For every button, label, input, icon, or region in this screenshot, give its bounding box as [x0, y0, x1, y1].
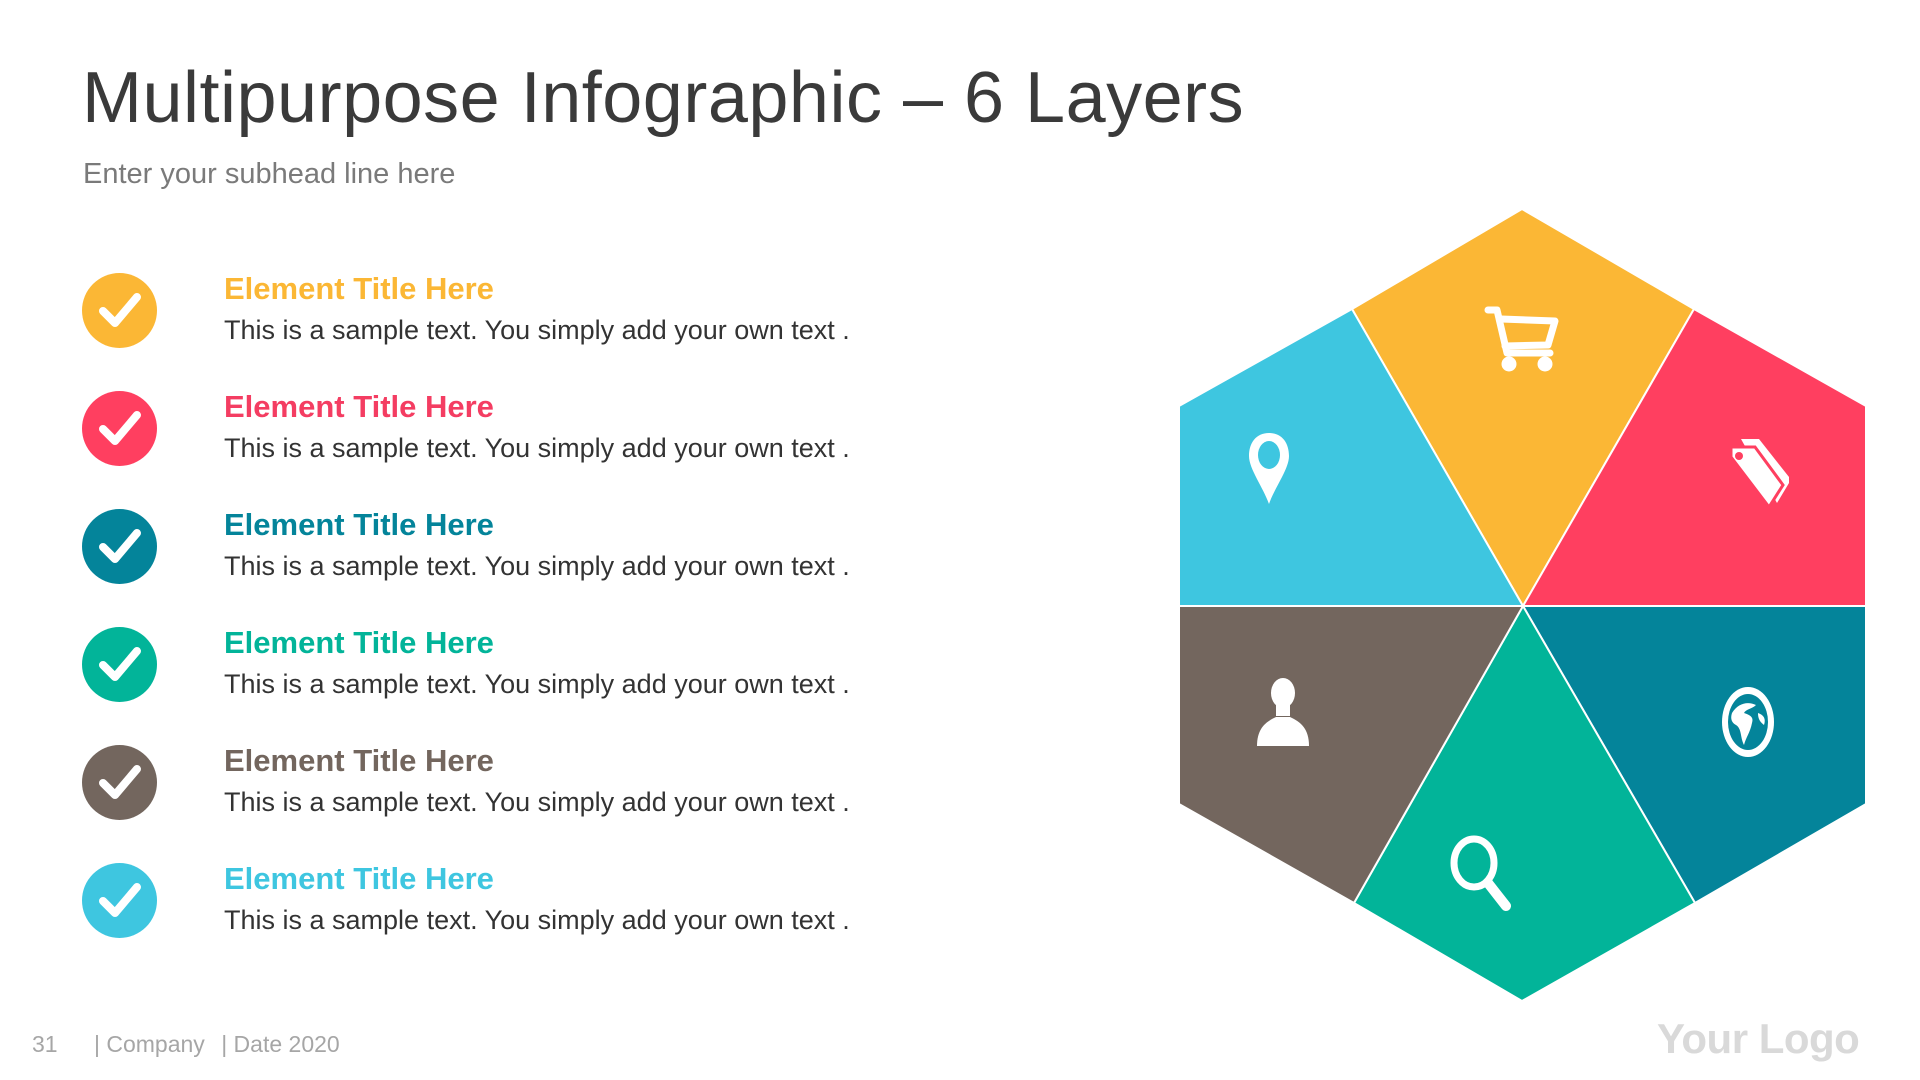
- item-text: This is a sample text. You simply add yo…: [224, 433, 850, 463]
- item-title: Element Title Here: [224, 389, 494, 424]
- search-icon: [1450, 835, 1511, 911]
- check-icon: [82, 273, 157, 348]
- list-item: Element Title Here This is a sample text…: [82, 743, 882, 835]
- check-icon: [82, 863, 157, 938]
- price-tag-icon: [1729, 439, 1789, 510]
- item-text: This is a sample text. You simply add yo…: [224, 315, 850, 345]
- item-text: This is a sample text. You simply add yo…: [224, 551, 850, 581]
- segment-upper-left: [1178, 307, 1525, 607]
- item-title: Element Title Here: [224, 271, 494, 306]
- footer-company: | Company: [93, 1031, 205, 1057]
- item-title: Element Title Here: [224, 861, 494, 896]
- footer: 31 | Company | Date 2020: [32, 1031, 362, 1058]
- user-icon: [1257, 678, 1309, 746]
- check-icon: [82, 509, 157, 584]
- shopping-cart-icon: [1484, 306, 1559, 372]
- item-title: Element Title Here: [224, 743, 494, 778]
- item-text: This is a sample text. You simply add yo…: [224, 905, 850, 935]
- footer-date: | Date 2020: [221, 1031, 340, 1057]
- logo: Your Logo: [1657, 1015, 1860, 1062]
- slide-subtitle: Enter your subhead line here: [83, 158, 456, 190]
- globe-icon: [1722, 687, 1774, 757]
- item-text: This is a sample text. You simply add yo…: [224, 669, 850, 699]
- item-title: Element Title Here: [224, 625, 494, 660]
- item-title: Element Title Here: [224, 507, 494, 542]
- slide-title: Multipurpose Infographic – 6 Layers: [82, 58, 1245, 138]
- page-number: 31: [32, 1031, 58, 1057]
- location-pin-icon: [1249, 433, 1289, 504]
- check-icon: [82, 391, 157, 466]
- list-item: Element Title Here This is a sample text…: [82, 271, 882, 363]
- item-text: This is a sample text. You simply add yo…: [224, 787, 850, 817]
- list-item: Element Title Here This is a sample text…: [82, 389, 882, 481]
- check-icon: [82, 627, 157, 702]
- check-icon: [82, 745, 157, 820]
- list-item: Element Title Here This is a sample text…: [82, 861, 882, 953]
- list-item: Element Title Here This is a sample text…: [82, 507, 882, 599]
- list-item: Element Title Here This is a sample text…: [82, 625, 882, 717]
